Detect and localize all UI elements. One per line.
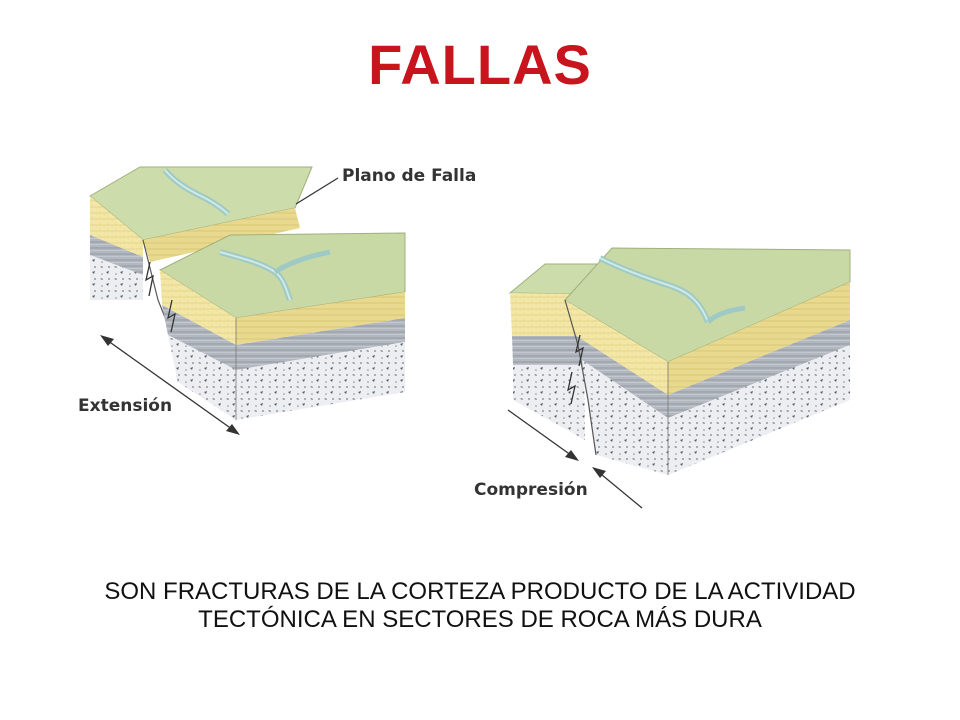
page-title: FALLAS: [368, 33, 592, 96]
compression-block: [507, 247, 851, 509]
extension-arrow: [100, 335, 240, 435]
extension-label: Extensión: [78, 396, 172, 416]
description-caption: SON FRACTURAS DE LA CORTEZA PRODUCTO DE …: [40, 578, 920, 634]
compression-label: Compresión: [474, 480, 588, 500]
caption-line-2: TECTÓNICA EN SECTORES DE ROCA MÁS DURA: [198, 606, 762, 633]
compression-arrows: [507, 409, 643, 509]
fault-plane-label: Plano de Falla: [342, 166, 476, 186]
extension-back-block: [89, 166, 313, 300]
extension-front-block: [158, 232, 406, 420]
compression-front-block: [564, 247, 851, 475]
extension-block: [89, 166, 406, 435]
fault-plane-leader: [295, 177, 339, 205]
caption-line-1: SON FRACTURAS DE LA CORTEZA PRODUCTO DE …: [104, 578, 856, 605]
